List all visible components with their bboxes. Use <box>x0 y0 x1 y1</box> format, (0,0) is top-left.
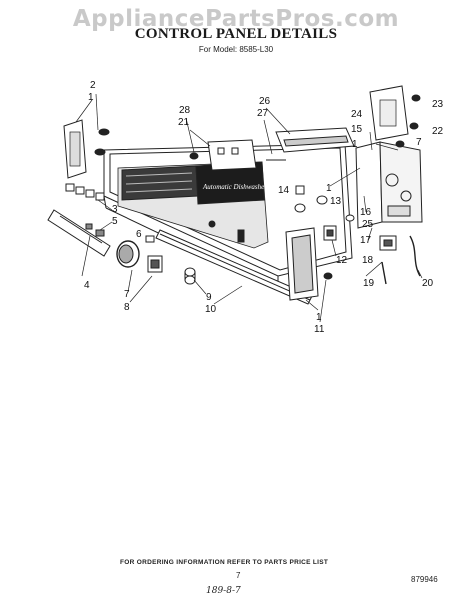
callout-1c: 1 <box>326 183 332 194</box>
callout-8: 8 <box>124 302 130 313</box>
callout-5: 5 <box>112 216 118 227</box>
callout-16: 16 <box>360 207 372 218</box>
callout-4: 4 <box>84 280 90 291</box>
callout-28: 28 <box>179 105 191 116</box>
reference-code: 879946 <box>411 575 438 584</box>
callout-27: 27 <box>257 108 269 119</box>
callout-1b: 1 <box>352 139 358 150</box>
small-switch-part <box>323 214 355 241</box>
model-line: For Model: 8585-L30 <box>198 45 274 54</box>
vertical-grille-part <box>285 227 333 301</box>
timer-box-part <box>355 140 423 229</box>
callout-7b: 7 <box>124 289 130 300</box>
button-row-part <box>65 183 105 201</box>
switch-strip-part <box>47 209 111 257</box>
callout-20: 20 <box>422 278 434 289</box>
callout-23: 23 <box>432 99 444 110</box>
callout-19: 19 <box>363 278 375 289</box>
panel-script-text: Automatic Dishwasher <box>202 183 267 191</box>
callout-15: 15 <box>351 124 363 135</box>
callout-9: 9 <box>206 292 212 303</box>
bracket-part <box>63 119 110 179</box>
cover-plate-part <box>369 85 421 141</box>
callout-24: 24 <box>351 109 363 120</box>
callout-17: 17 <box>360 235 372 246</box>
top-bar-part <box>266 127 355 161</box>
switch-part <box>147 255 163 273</box>
small-parts-13-14 <box>294 185 328 213</box>
callout-10: 10 <box>205 304 217 315</box>
callout-3: 3 <box>112 204 118 215</box>
lower-trim-strip <box>155 229 313 305</box>
knob-part <box>116 235 155 268</box>
watermark-text: AppliancePartsPros.com <box>72 6 400 32</box>
callout-22: 22 <box>432 126 444 137</box>
callout-13: 13 <box>330 196 342 207</box>
callout-1d: 1 <box>316 312 322 323</box>
page-number: 7 <box>236 571 241 580</box>
callout-18: 18 <box>362 255 374 266</box>
callout-25: 25 <box>362 219 374 230</box>
callout-26: 26 <box>259 96 271 107</box>
wire-parts <box>381 235 421 285</box>
cylinder-part <box>184 267 196 285</box>
relay-part <box>379 235 397 251</box>
diagram-title: CONTROL PANEL DETAILS <box>134 26 338 42</box>
callout-12: 12 <box>336 255 348 266</box>
callout-7a: 7 <box>416 137 422 148</box>
ordering-note: FOR ORDERING INFORMATION REFER TO PARTS … <box>120 559 329 566</box>
callout-21: 21 <box>178 117 190 128</box>
bracket-plate-part <box>189 139 257 171</box>
callout-11: 11 <box>314 324 325 335</box>
callout-6: 6 <box>136 229 142 240</box>
callout-1: 1 <box>88 92 94 103</box>
handwritten-note: 189-8-7 <box>206 586 241 596</box>
callout-2: 2 <box>90 80 96 91</box>
callout-14: 14 <box>278 185 290 196</box>
